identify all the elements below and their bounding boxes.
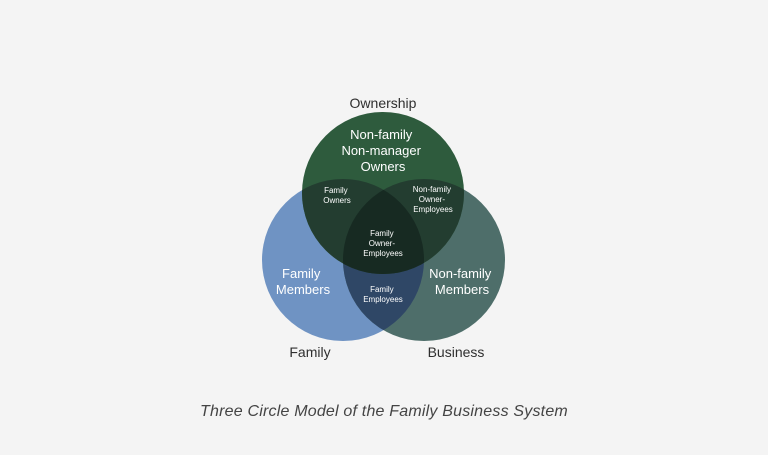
figure-caption: Three Circle Model of the Family Busines… [200, 403, 568, 420]
ownership-label: Ownership [350, 95, 417, 111]
family-label: Family [289, 344, 330, 360]
business-label: Business [428, 344, 485, 360]
region-ownership-only: Non-family Non-manager Owners [341, 127, 424, 174]
region-business-only: Non-family Members [429, 266, 495, 297]
region-ownership-family: Family Owners [323, 186, 351, 205]
venn-diagram: Ownership Family Business Non-family Non… [262, 95, 505, 360]
region-ownership-business: Non-family Owner- Employees [413, 185, 453, 214]
center-overlap [343, 179, 424, 274]
region-family-only: Family Members [276, 266, 331, 297]
region-center: Family Owner- Employees [363, 229, 403, 258]
region-family-business: Family Employees [363, 285, 403, 304]
